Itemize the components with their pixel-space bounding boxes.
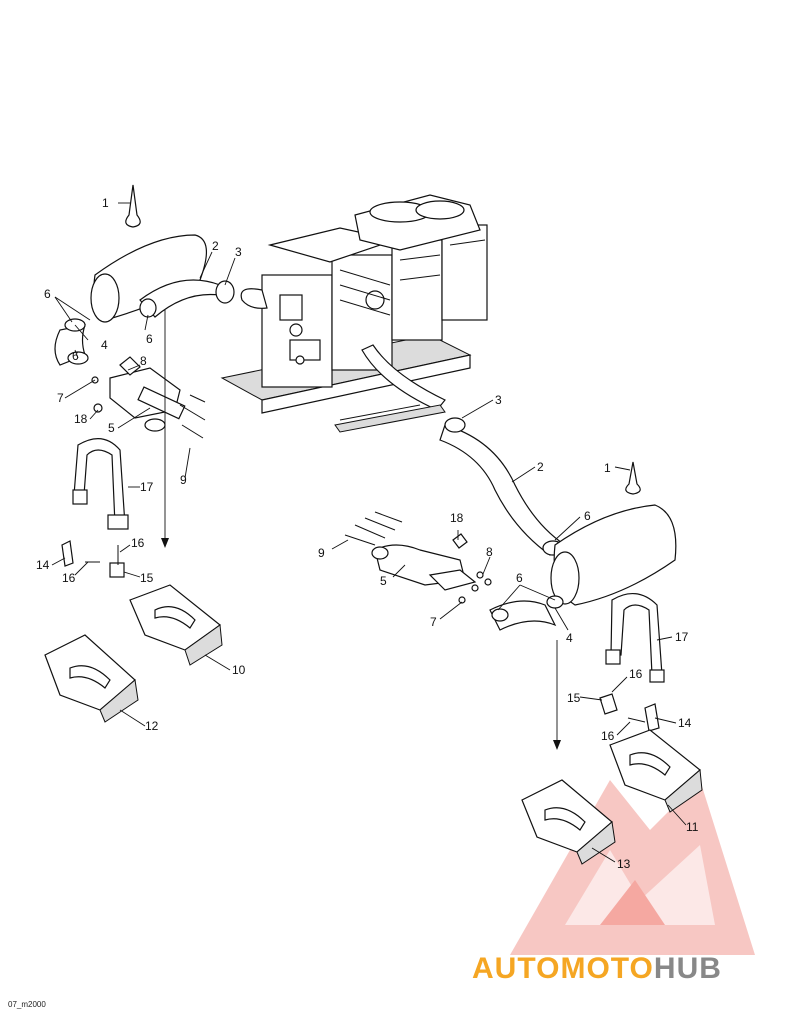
callout-14-left: 14 bbox=[36, 558, 50, 572]
callout-6-left-b: 6 bbox=[146, 332, 153, 346]
callout-11: 11 bbox=[686, 820, 699, 834]
left-muffler bbox=[54, 234, 207, 366]
left-insulation-block-12 bbox=[44, 634, 139, 723]
engine-block bbox=[220, 194, 488, 433]
right-mounting-bracket bbox=[344, 511, 492, 604]
callout-1-left: 1 bbox=[102, 196, 109, 210]
callout-18-left: 18 bbox=[74, 412, 88, 426]
left-mounting-bracket bbox=[91, 356, 206, 439]
callout-17-right: 17 bbox=[675, 630, 689, 644]
callout-18-right: 18 bbox=[450, 511, 464, 525]
callout-15-left: 15 bbox=[140, 571, 154, 585]
callout-16-left-a: 16 bbox=[131, 536, 145, 550]
callout-12: 12 bbox=[145, 719, 159, 733]
left-support-strap bbox=[72, 438, 129, 530]
callout-3-left: 3 bbox=[235, 245, 242, 259]
callout-17-left: 17 bbox=[140, 480, 154, 494]
watermark-triangle-logo bbox=[510, 780, 755, 955]
wordmark-auto: AUTO bbox=[472, 952, 561, 985]
callout-6-left-c: 6 bbox=[72, 349, 79, 363]
wordmark-moto: MOTO bbox=[560, 952, 654, 985]
left-exhaust-hose bbox=[139, 279, 235, 318]
left-insulation-block-10 bbox=[129, 584, 223, 666]
callout-16-left-b: 16 bbox=[62, 571, 76, 585]
callout-5-right: 5 bbox=[380, 574, 387, 588]
right-exhaust-hose bbox=[439, 417, 567, 556]
callout-10: 10 bbox=[232, 663, 246, 677]
callout-9-left: 9 bbox=[180, 473, 187, 487]
callout-16-right-b: 16 bbox=[601, 729, 615, 743]
callout-16-right-a: 16 bbox=[629, 667, 643, 681]
left-tie-strap bbox=[125, 184, 141, 228]
callout-labels: 1 2 3 6 4 6 6 8 7 18 5 9 17 16 14 16 15 … bbox=[36, 196, 699, 871]
callout-3-right: 3 bbox=[495, 393, 502, 407]
right-tie-strap bbox=[625, 461, 641, 495]
callout-8-right: 8 bbox=[486, 545, 493, 559]
callout-2-right: 2 bbox=[537, 460, 544, 474]
callout-7-left: 7 bbox=[57, 391, 64, 405]
right-muffler bbox=[489, 504, 677, 631]
callout-6-right-b: 6 bbox=[516, 571, 523, 585]
leader-lines bbox=[51, 202, 687, 863]
callout-9-right: 9 bbox=[318, 546, 325, 560]
callout-14-right: 14 bbox=[678, 716, 692, 730]
right-support-strap bbox=[605, 593, 665, 683]
wordmark-hub: HUB bbox=[653, 952, 722, 985]
callout-13: 13 bbox=[617, 857, 631, 871]
callout-15-right: 15 bbox=[567, 691, 581, 705]
right-bracket-fasteners bbox=[599, 693, 660, 732]
figure-reference: 07_m2000 bbox=[8, 1000, 46, 1009]
callout-1-right: 1 bbox=[604, 461, 611, 475]
callout-6-left-a: 6 bbox=[44, 287, 51, 301]
right-insulation-block-13 bbox=[521, 779, 616, 865]
callout-2-left: 2 bbox=[212, 239, 219, 253]
callout-4-right: 4 bbox=[566, 631, 573, 645]
watermark-wordmark: AUTOMOTOHUB bbox=[472, 952, 722, 986]
callout-5-left: 5 bbox=[108, 421, 115, 435]
right-insulation-block-11 bbox=[609, 729, 703, 813]
callout-7-right: 7 bbox=[430, 615, 437, 629]
callout-8-left: 8 bbox=[140, 354, 147, 368]
callout-4-left: 4 bbox=[101, 338, 108, 352]
callout-6-right-a: 6 bbox=[584, 509, 591, 523]
